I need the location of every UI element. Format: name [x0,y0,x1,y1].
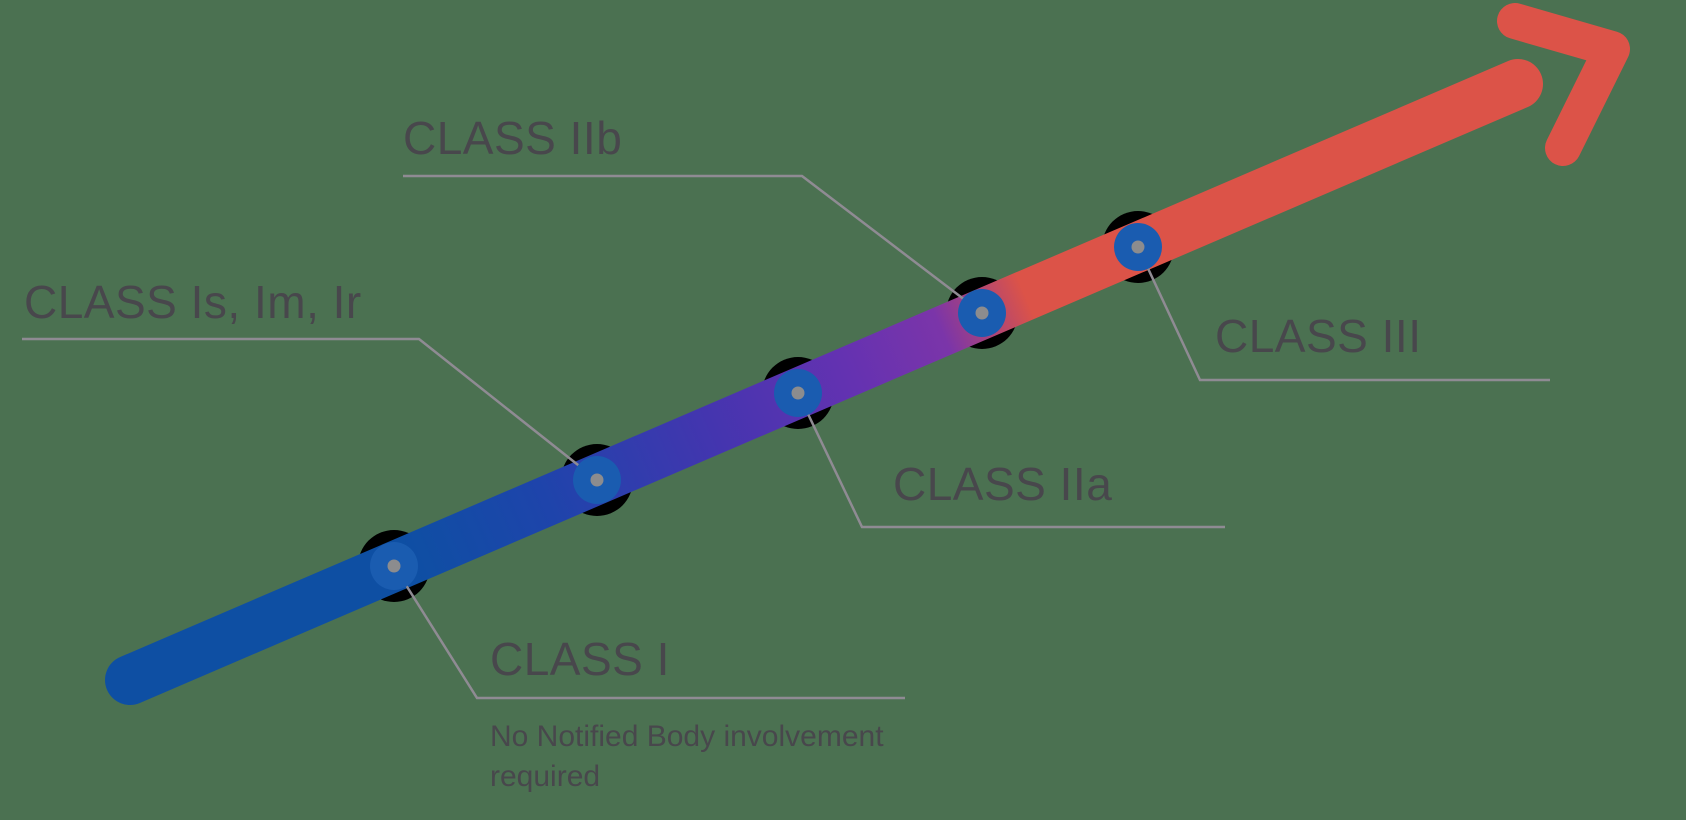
leader-line-class-iib [403,174,983,314]
label-class-is: CLASS Is, Im, Ir [24,276,362,328]
note-class-i: No Notified Body involvement required [490,720,884,793]
label-class-i: CLASS I [490,633,670,685]
arrow-head-icon [1497,3,1630,166]
label-class-iii: CLASS III [1215,310,1422,362]
marker-center-class-iib [975,306,989,320]
leader-line-class-iii [1136,246,1550,382]
marker-center-class-iii [1131,240,1145,254]
marker-center-class-iia [791,386,805,400]
marker-center-class-i [387,559,401,573]
arrow-shaft [105,59,1543,705]
leader-line-class-i [392,565,905,700]
label-class-iia: CLASS IIa [893,458,1113,510]
leader-line-class-is [22,337,598,481]
leader-line-class-iia [796,392,1225,529]
marker-center-class-is [590,473,604,487]
label-class-iib: CLASS IIb [403,112,623,164]
